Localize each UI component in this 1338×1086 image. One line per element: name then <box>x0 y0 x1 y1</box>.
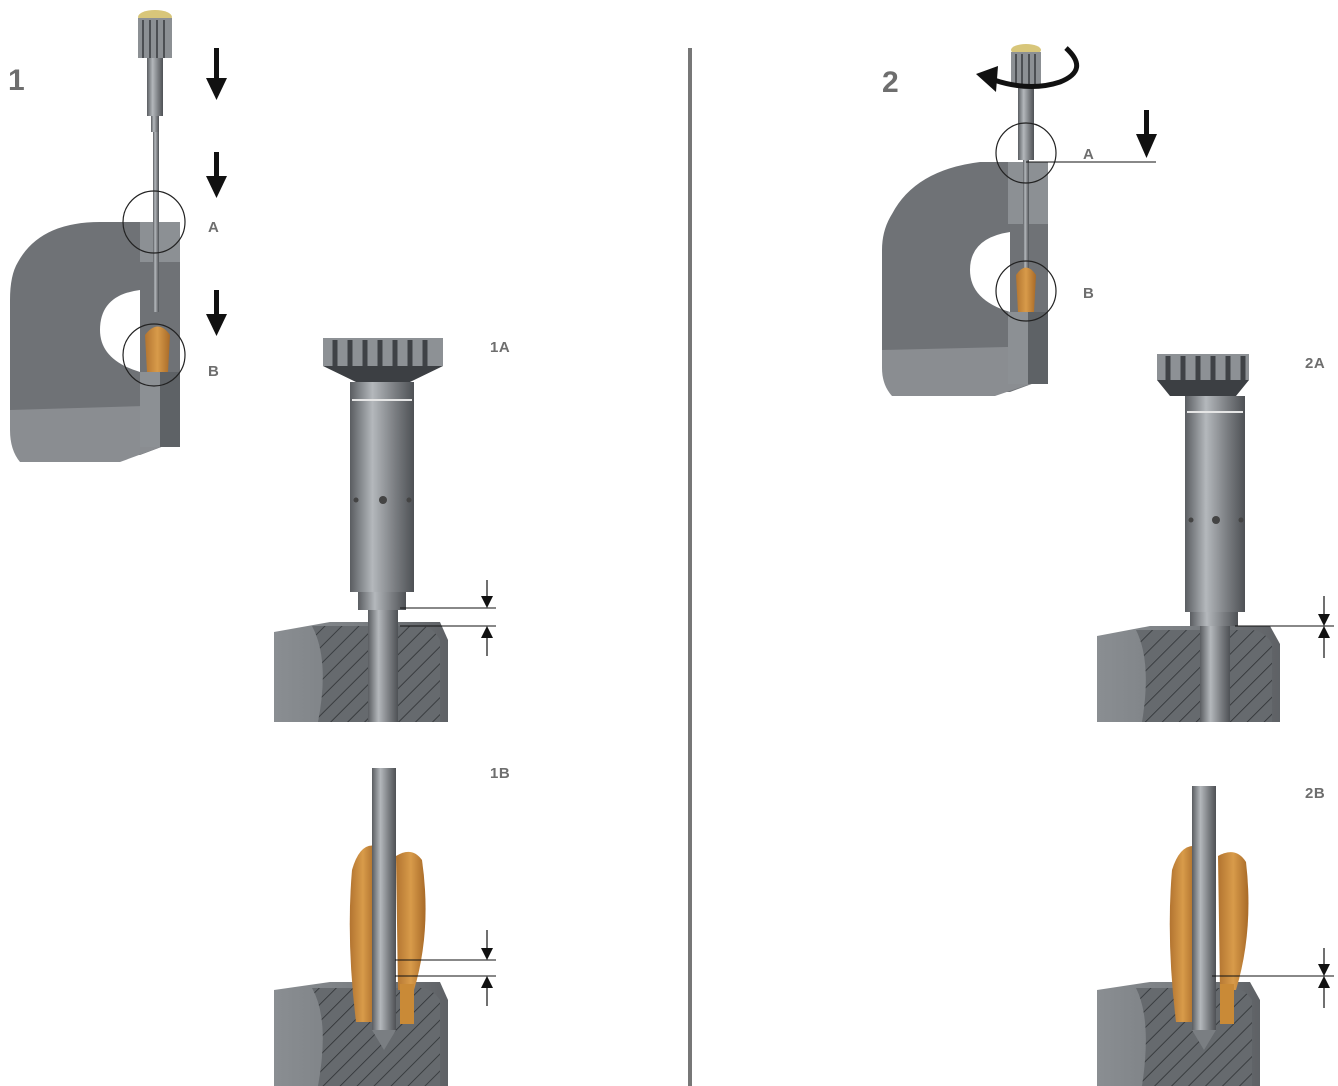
step2-overview: 2 A B <box>882 44 1157 396</box>
center-divider <box>688 48 692 1086</box>
detail-1a-label: 1A <box>490 339 510 356</box>
step1-tool <box>138 10 172 312</box>
step1-detail-circle-b <box>122 323 186 387</box>
detail-2a: 2A <box>1097 354 1334 722</box>
step1-orange-clip <box>145 326 170 372</box>
step2-orange-clip <box>1016 267 1036 312</box>
detail-1b: 1B <box>274 765 510 1086</box>
rotate-arrow-icon <box>976 46 1079 92</box>
step2-detail-circle-b <box>995 260 1057 322</box>
step1-detail-circle-a <box>122 190 186 254</box>
step2-c-frame <box>882 162 1048 392</box>
step1-overview: 1 A B <box>8 10 227 462</box>
step1-label-b: B <box>208 363 219 380</box>
detail-1b-label: 1B <box>490 765 510 782</box>
detail-2a-label: 2A <box>1305 355 1325 372</box>
step2-label-a: A <box>1083 146 1094 163</box>
detail-2b: 2B <box>1097 785 1334 1086</box>
step2-number: 2 <box>882 66 899 99</box>
down-arrow-icon <box>206 290 227 336</box>
detail-1a: 1A <box>274 338 510 722</box>
step1-c-frame <box>10 222 180 455</box>
step1-label-a: A <box>208 219 219 236</box>
detail-2b-label: 2B <box>1305 785 1325 802</box>
down-arrow-icon <box>206 152 227 198</box>
down-arrow-icon <box>206 48 227 100</box>
down-arrow-icon <box>1136 110 1157 158</box>
step2-detail-circle-a <box>995 122 1057 184</box>
step1-number: 1 <box>8 64 25 97</box>
step2-label-b: B <box>1083 285 1094 302</box>
